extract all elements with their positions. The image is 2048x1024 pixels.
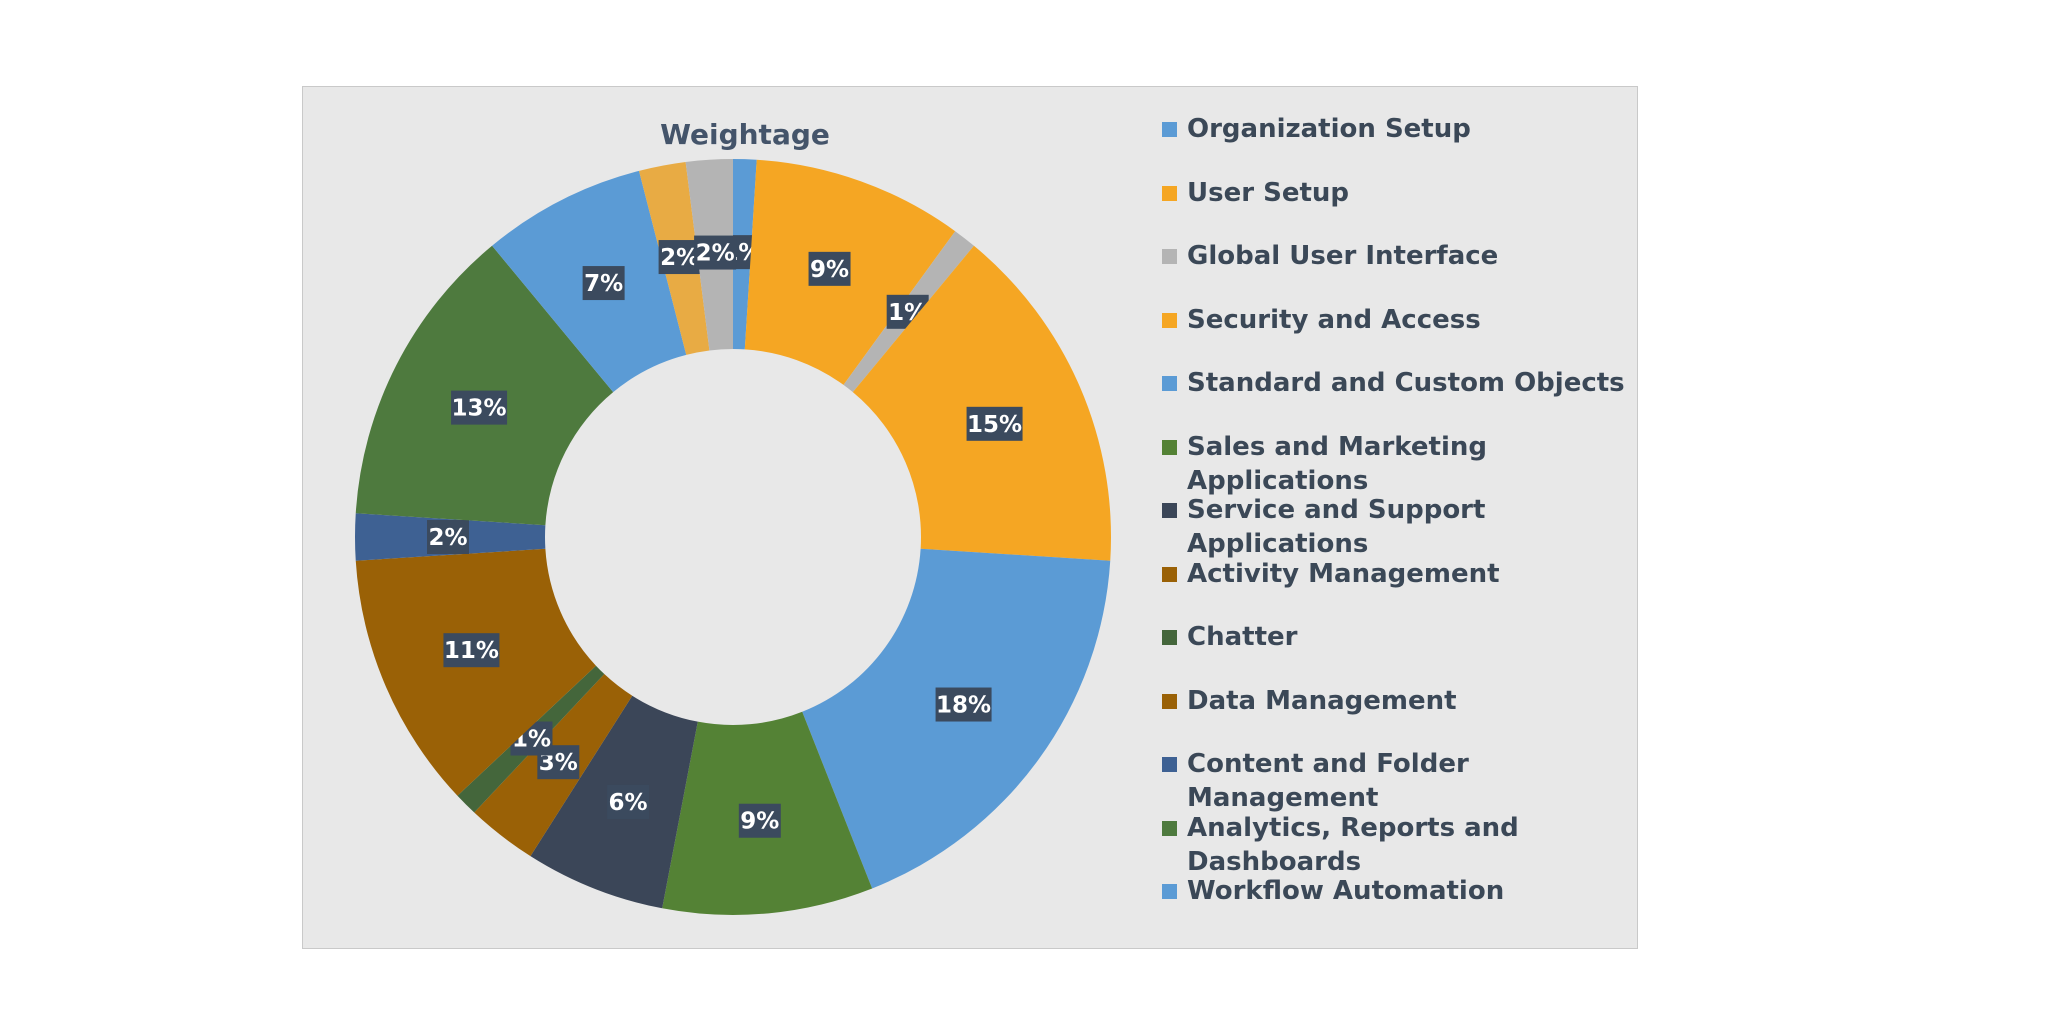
legend-swatch (1162, 630, 1177, 645)
data-label-12: 13% (451, 390, 508, 425)
data-label-text: 6% (609, 790, 648, 816)
data-label-box (443, 633, 500, 668)
legend-swatch (1162, 503, 1177, 518)
data-label-box (935, 687, 992, 722)
legend-swatch (1162, 185, 1177, 201)
data-label-text: 9% (740, 809, 779, 835)
legend-item: Organization Setup (1162, 112, 1627, 146)
legend-swatch (1162, 312, 1177, 328)
legend-label: Workflow Automation (1187, 875, 1505, 906)
data-label-text: 7% (584, 271, 623, 297)
data-label-11: 2% (427, 520, 469, 554)
data-label-10: 11% (443, 633, 500, 668)
legend-item: Global User Interface (1162, 239, 1627, 273)
legend-swatch (1162, 122, 1177, 137)
donut-slice-4 (852, 245, 1111, 561)
data-label-text: 2% (428, 525, 467, 551)
legend-label: Analytics, Reports and Dashboards (1187, 812, 1519, 877)
legend-item: Content and Folder Management (1162, 747, 1627, 815)
legend-swatch (1162, 566, 1177, 582)
data-label-9: 1% (510, 721, 553, 756)
chart-title: Weightage (660, 118, 830, 151)
legend-item: Sales and Marketing Applications (1162, 430, 1627, 498)
data-label-box (451, 390, 508, 425)
data-label-6: 9% (738, 803, 781, 838)
legend-label: Chatter (1187, 622, 1298, 652)
legend-label: Data Management (1187, 685, 1457, 716)
data-label-text: 11% (444, 638, 499, 664)
data-label-15: 2% (694, 235, 737, 270)
legend-item: Security and Access (1162, 303, 1627, 337)
data-label-box (694, 235, 737, 270)
legend-label: Standard and Custom Objects (1187, 368, 1625, 398)
data-label-4: 15% (966, 406, 1023, 441)
legend-swatch (1162, 439, 1177, 455)
legend-label: Global User Interface (1187, 241, 1499, 271)
legend-item: Activity Management (1162, 557, 1627, 591)
legend-swatch (1162, 820, 1177, 836)
legend-item: Chatter (1162, 620, 1627, 654)
legend-label: User Setup (1187, 177, 1350, 208)
data-label-box (427, 520, 469, 554)
legend-item: Service and Support Applications (1162, 493, 1627, 561)
data-label-box (658, 240, 701, 275)
data-label-text: 15% (967, 412, 1022, 438)
legend-item: Data Management (1162, 684, 1627, 718)
legend-swatch (1162, 757, 1177, 772)
data-label-13: 7% (582, 266, 625, 301)
data-label-5: 18% (935, 687, 992, 722)
data-label-text: 9% (810, 257, 849, 283)
data-label-box (582, 266, 625, 301)
data-label-7: 6% (607, 784, 650, 819)
data-label-text: 13% (452, 396, 507, 422)
legend-item: Standard and Custom Objects (1162, 366, 1627, 400)
legend-label: Service and Support Applications (1187, 495, 1486, 559)
data-label-text: 2% (696, 241, 735, 267)
data-label-text: 2% (660, 245, 699, 271)
legend-label: Organization Setup (1187, 114, 1471, 144)
donut-slice-12 (355, 245, 614, 526)
legend-swatch (1162, 693, 1177, 709)
legend-item: User Setup (1162, 176, 1627, 210)
data-label-2: 9% (808, 251, 851, 286)
legend-item: Workflow Automation (1162, 874, 1627, 908)
legend-label: Content and Folder Management (1187, 749, 1469, 813)
donut-slice-10 (355, 548, 596, 796)
legend-label: Security and Access (1187, 304, 1481, 335)
legend-swatch (1162, 249, 1177, 264)
data-label-box (738, 803, 781, 838)
data-label-14: 2% (658, 240, 701, 275)
data-label-box (808, 251, 851, 286)
data-label-box (607, 784, 650, 819)
data-label-text: 18% (936, 693, 991, 719)
legend-label: Sales and Marketing Applications (1187, 431, 1487, 496)
legend-swatch (1162, 883, 1177, 899)
data-label-box (966, 406, 1023, 441)
legend-swatch (1162, 376, 1177, 391)
legend-item: Analytics, Reports and Dashboards (1162, 811, 1627, 879)
legend-label: Activity Management (1187, 558, 1500, 589)
